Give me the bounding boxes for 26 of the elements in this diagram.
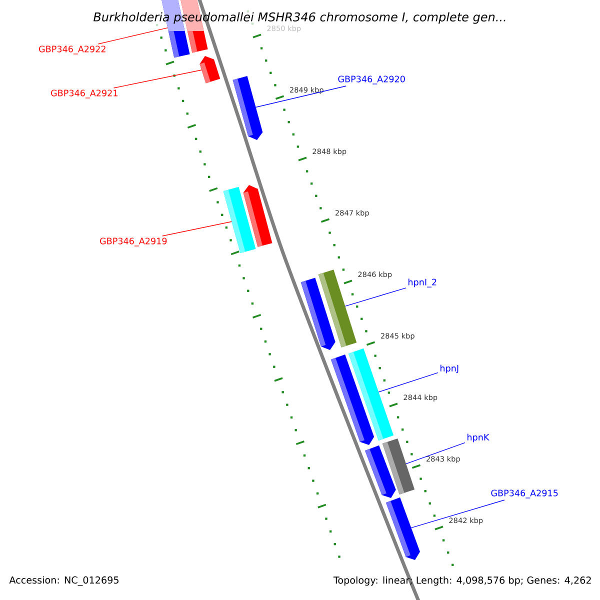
- map-title: Burkholderia pseudomallei MSHR346 chromosome I, complete gen...: [94, 12, 506, 24]
- gene-segment: [348, 348, 394, 441]
- gene-label: hpnK: [468, 434, 490, 442]
- leader-line: [162, 221, 232, 236]
- gene-label: GBP346_A2919: [100, 238, 167, 246]
- footer-text: Accession: NC_012695: [9, 576, 118, 586]
- gene-segment: [232, 76, 263, 140]
- gene-segment: [386, 497, 420, 560]
- gene-label: GBP346_A2915: [491, 490, 558, 498]
- gene-label: GBP346_A2921: [51, 90, 118, 98]
- leader-line: [378, 372, 438, 392]
- gene-label: GBP346_A2920: [338, 76, 405, 84]
- leader-line: [98, 27, 168, 44]
- gene-label: hpnI_2: [408, 278, 436, 288]
- leader-line: [406, 442, 466, 464]
- gene-segment: [200, 56, 220, 84]
- leader-line: [255, 86, 346, 108]
- leader-line: [344, 288, 406, 307]
- gene-segment: [243, 185, 272, 247]
- gene-segment: [382, 438, 415, 495]
- leader-line: [410, 500, 505, 528]
- leader-line: [113, 70, 202, 88]
- gene-segment: [318, 270, 357, 348]
- gene-label: GBP346_A2922: [39, 46, 106, 54]
- footer-text: Topology: linear; Length: 4,098,576 bp; Genes: 4,262: [333, 576, 591, 586]
- gene-label: hpnJ: [440, 364, 458, 374]
